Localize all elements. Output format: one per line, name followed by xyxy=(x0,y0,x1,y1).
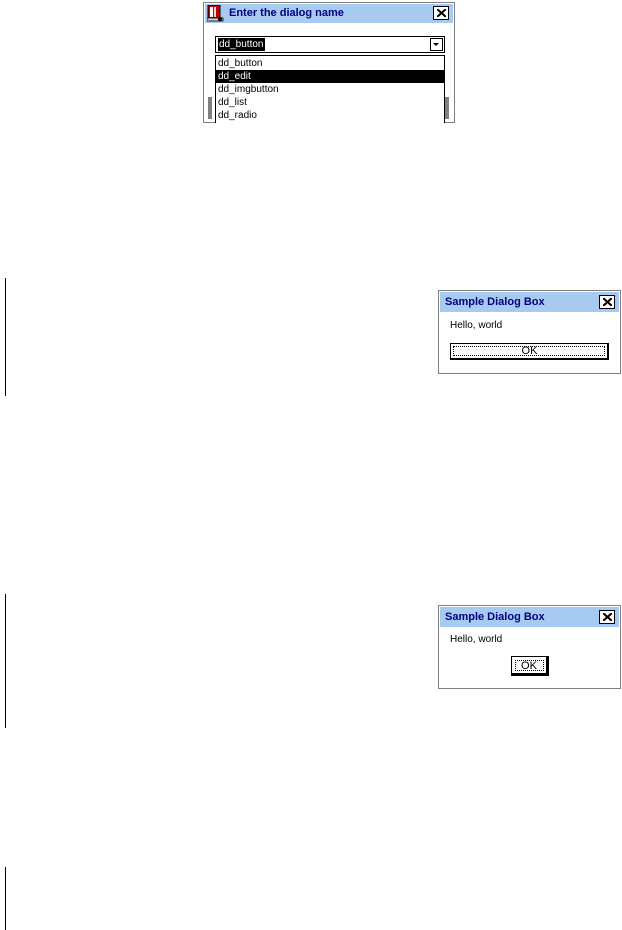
message-text: Hello, world xyxy=(450,634,503,645)
left-edge-line xyxy=(5,594,6,728)
close-button[interactable] xyxy=(599,295,615,309)
list-item[interactable]: dd_list xyxy=(218,97,247,108)
left-edge-line xyxy=(5,278,6,396)
dialog-name-combobox[interactable]: dd_button xyxy=(215,36,445,53)
scrollbar-left[interactable] xyxy=(208,97,212,119)
dialog-title: Enter the dialog name xyxy=(229,7,344,19)
title-bar[interactable]: Sample Dialog Box xyxy=(440,292,619,312)
chevron-down-icon xyxy=(433,43,439,46)
sample-dialog-window-small: Sample Dialog Box Hello, world OK xyxy=(438,605,621,689)
scrollbar-right[interactable] xyxy=(445,97,449,119)
sample-dialog-window: Sample Dialog Box Hello, world OK xyxy=(438,290,621,374)
ok-button-label: OK xyxy=(521,345,538,357)
close-icon xyxy=(603,298,612,306)
combo-selected-text[interactable]: dd_button xyxy=(218,38,265,51)
dialog-title: Sample Dialog Box xyxy=(445,611,545,623)
ok-focus-rect xyxy=(515,660,544,671)
ok-focus-rect xyxy=(453,346,605,356)
close-icon xyxy=(603,613,612,621)
ok-button-label: OK xyxy=(521,660,537,672)
app-icon xyxy=(206,4,225,22)
ok-button[interactable]: OK xyxy=(511,656,549,676)
ok-button[interactable]: OK xyxy=(450,343,609,360)
title-bar[interactable]: Sample Dialog Box xyxy=(440,607,619,627)
combo-dropdown-button[interactable] xyxy=(430,38,443,51)
close-button[interactable] xyxy=(599,610,615,624)
dialog-title: Sample Dialog Box xyxy=(445,296,545,308)
close-button[interactable] xyxy=(433,6,449,20)
list-item[interactable]: dd_radio xyxy=(218,110,257,121)
title-bar[interactable]: Enter the dialog name xyxy=(205,4,453,23)
enter-dialog-name-window: Enter the dialog name dd_button dd_butto… xyxy=(203,2,455,123)
list-item[interactable]: dd_button xyxy=(218,58,263,69)
list-item[interactable]: dd_imgbutton xyxy=(218,84,279,95)
message-text: Hello, world xyxy=(450,320,503,331)
left-edge-line xyxy=(5,867,6,930)
close-icon xyxy=(437,9,446,17)
list-item[interactable]: dd_edit xyxy=(216,70,444,83)
